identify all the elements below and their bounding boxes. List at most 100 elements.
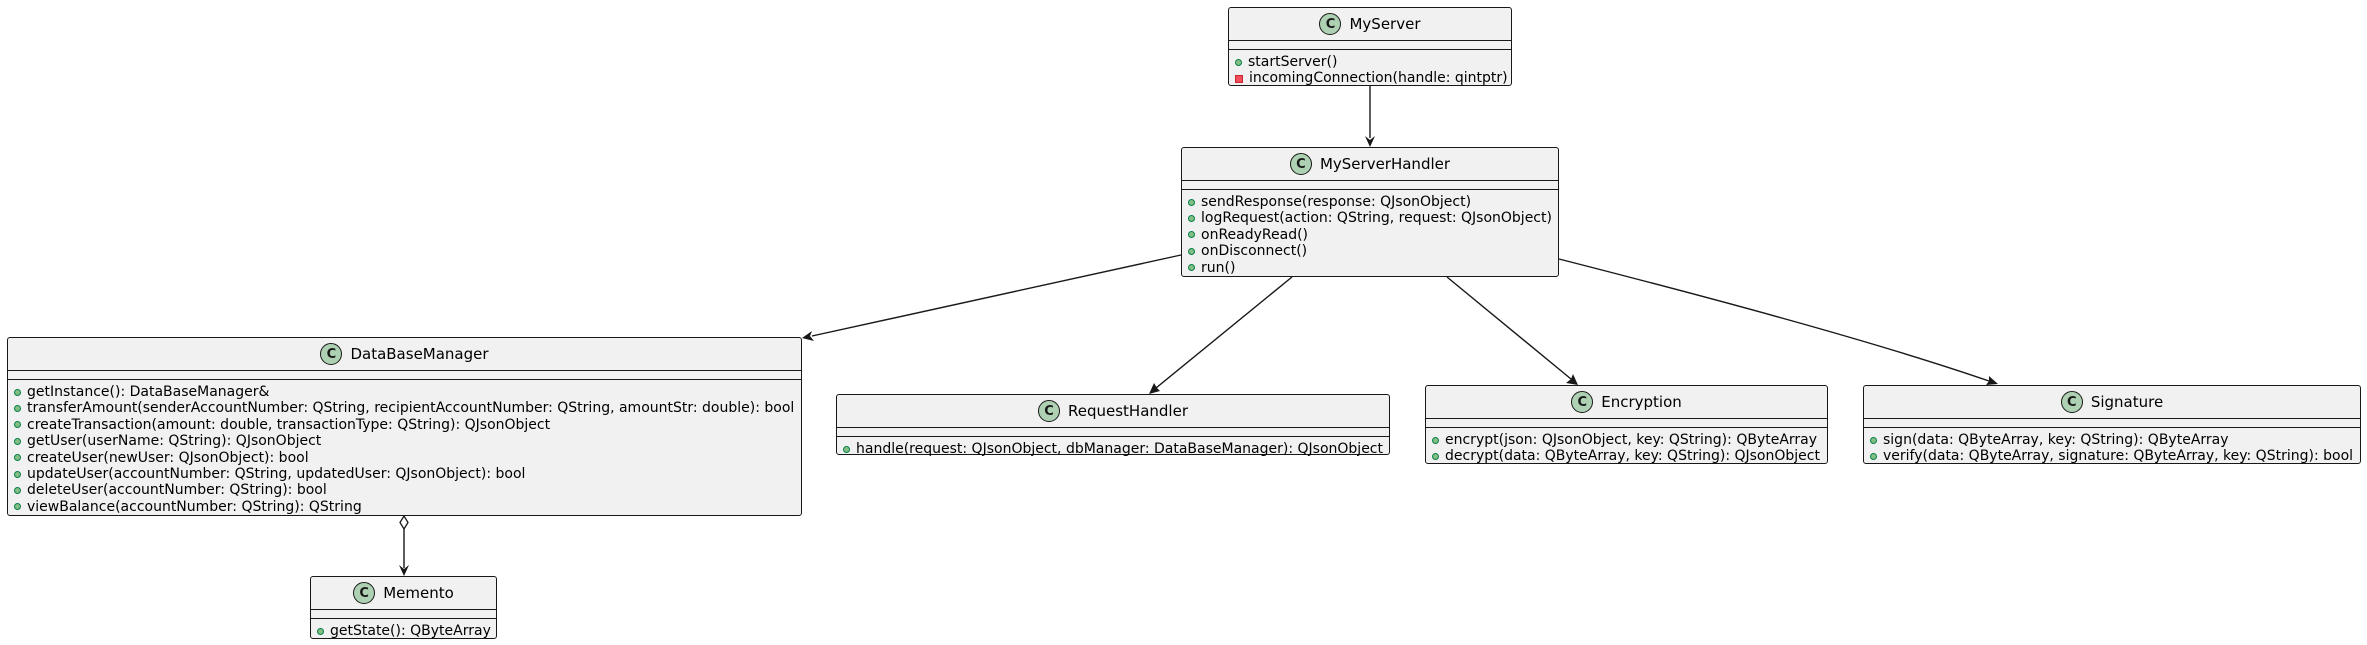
operation: getUser(userName: QString): QJsonObject	[14, 433, 795, 449]
operation: handle(request: QJsonObject, dbManager: …	[843, 441, 1383, 457]
public-visibility-icon	[14, 421, 21, 429]
operations-compartment: getState(): QByteArray	[311, 619, 496, 643]
operation-text: logRequest(action: QString, request: QJs…	[1201, 210, 1552, 227]
attributes-compartment	[1182, 181, 1558, 190]
edge-myserverhandler-signature	[1558, 258, 1990, 382]
class-header: C RequestHandler	[837, 395, 1389, 428]
operations-compartment: handle(request: QJsonObject, dbManager: …	[837, 437, 1389, 461]
operation: incomingConnection(handle: qintptr)	[1235, 70, 1508, 87]
public-visibility-icon	[14, 405, 21, 413]
operation: onReadyRead()	[1188, 227, 1552, 243]
operation: logRequest(action: QString, request: QJs…	[1188, 210, 1552, 226]
edge-myserverhandler-encryption-arrowhead	[1566, 374, 1578, 385]
edge-databasemanager-memento-arrowhead	[399, 565, 409, 576]
class-myserverhandler[interactable]: C MyServerHandler sendResponse(response:…	[1181, 147, 1559, 277]
public-visibility-icon	[14, 454, 21, 462]
public-visibility-icon	[317, 627, 324, 635]
private-visibility-icon	[1235, 74, 1243, 83]
operations-compartment: startServer() incomingConnection(handle:…	[1229, 50, 1511, 91]
edge-myserverhandler-requesthandler	[1155, 276, 1293, 389]
class-stereotype-icon: C	[1319, 13, 1342, 35]
public-visibility-icon	[14, 437, 21, 445]
operation: viewBalance(accountNumber: QString): QSt…	[14, 499, 795, 515]
public-visibility-icon	[14, 388, 21, 396]
operation: onDisconnect()	[1188, 243, 1552, 259]
public-visibility-icon	[1432, 436, 1439, 444]
operation-text: decrypt(data: QByteArray, key: QString):…	[1445, 448, 1820, 465]
class-signature[interactable]: C Signature sign(data: QByteArray, key: …	[1863, 385, 2361, 464]
operation: deleteUser(accountNumber: QString): bool	[14, 482, 795, 498]
operation: createUser(newUser: QJsonObject): bool	[14, 450, 795, 466]
operation-text: deleteUser(accountNumber: QString): bool	[27, 482, 327, 499]
operation-text: incomingConnection(handle: qintptr)	[1249, 70, 1508, 87]
class-stereotype-icon: C	[1571, 391, 1594, 413]
class-stereotype-icon: C	[353, 582, 376, 604]
public-visibility-icon	[843, 445, 850, 453]
operations-compartment: encrypt(json: QJsonObject, key: QString)…	[1426, 428, 1827, 469]
operation: getState(): QByteArray	[317, 623, 491, 639]
class-myserver[interactable]: C MyServer startServer() incomingConnect…	[1228, 7, 1512, 86]
operation-text: startServer()	[1248, 54, 1338, 70]
class-encryption[interactable]: C Encryption encrypt(json: QJsonObject, …	[1425, 385, 1828, 464]
public-visibility-icon	[14, 470, 21, 478]
class-name: Encryption	[1601, 393, 1682, 411]
operation: decrypt(data: QByteArray, key: QString):…	[1432, 448, 1821, 464]
operation-text: onDisconnect()	[1201, 243, 1308, 260]
attributes-compartment	[8, 371, 801, 380]
public-visibility-icon	[1188, 231, 1195, 239]
operation: transferAmount(senderAccountNumber: QStr…	[14, 400, 795, 416]
class-stereotype-icon: C	[1289, 153, 1312, 175]
class-stereotype-icon: C	[2060, 391, 2083, 413]
attributes-compartment	[1426, 419, 1827, 428]
operation: sign(data: QByteArray, key: QString): QB…	[1870, 432, 2354, 448]
class-databasemanager[interactable]: C DataBaseManager getInstance(): DataBas…	[7, 337, 802, 516]
public-visibility-icon	[1870, 436, 1877, 444]
public-visibility-icon	[1235, 58, 1242, 66]
operation: encrypt(json: QJsonObject, key: QString)…	[1432, 432, 1821, 448]
class-header: C Encryption	[1426, 386, 1827, 419]
public-visibility-icon	[14, 503, 21, 511]
class-name: Memento	[383, 584, 454, 602]
operation-text: sendResponse(response: QJsonObject)	[1201, 194, 1472, 210]
public-visibility-icon	[1870, 453, 1877, 461]
class-header: C Memento	[311, 577, 496, 610]
class-stereotype-icon: C	[320, 343, 343, 365]
class-header: C MyServerHandler	[1182, 148, 1558, 181]
edge-myserverhandler-requesthandler-arrowhead	[1149, 383, 1160, 394]
class-stereotype-icon: C	[1038, 400, 1060, 422]
operations-compartment: sign(data: QByteArray, key: QString): QB…	[1864, 428, 2360, 469]
operation: getInstance(): DataBaseManager&	[14, 384, 795, 400]
class-name: DataBaseManager	[350, 345, 489, 363]
class-requesthandler[interactable]: C RequestHandler handle(request: QJsonOb…	[836, 394, 1390, 457]
operation-text: updateUser(accountNumber: QString, updat…	[27, 465, 526, 482]
operation: createTransaction(amount: double, transa…	[14, 417, 795, 433]
edge-myserverhandler-encryption	[1446, 276, 1572, 380]
class-name: Signature	[2090, 393, 2164, 411]
edge-myserverhandler-databasemanager-arrowhead	[802, 331, 814, 341]
class-name: RequestHandler	[1068, 402, 1188, 420]
operation-text: viewBalance(accountNumber: QString): QSt…	[27, 498, 362, 515]
edge-myserverhandler-signature-arrowhead	[1986, 376, 1998, 385]
operation-text: verify(data: QByteArray, signature: QByt…	[1883, 448, 2354, 465]
attributes-compartment	[311, 610, 496, 619]
operations-compartment: getInstance(): DataBaseManager& transfer…	[8, 380, 801, 519]
public-visibility-icon	[1188, 264, 1195, 272]
class-header: C Signature	[1864, 386, 2360, 419]
class-memento[interactable]: C Memento getState(): QByteArray	[310, 576, 497, 639]
edge-myserver-myserverhandler-arrowhead	[1365, 136, 1375, 147]
attributes-compartment	[1229, 41, 1511, 50]
edge-databasemanager-memento-aggregation-diamond	[399, 514, 409, 531]
operation-text: onReadyRead()	[1201, 226, 1309, 243]
operation: run()	[1188, 260, 1552, 276]
operation-text: createTransaction(amount: double, transa…	[27, 416, 551, 433]
operation-text: encrypt(json: QJsonObject, key: QString)…	[1445, 432, 1818, 448]
operation-text: getUser(userName: QString): QJsonObject	[27, 433, 322, 450]
operation-text: getState(): QByteArray	[330, 623, 491, 639]
class-name: MyServer	[1349, 15, 1421, 33]
edge-myserverhandler-databasemanager	[811, 254, 1182, 337]
operation-text: sign(data: QByteArray, key: QString): QB…	[1883, 432, 2229, 448]
operation-text: run()	[1201, 259, 1236, 276]
operation-text: getInstance(): DataBaseManager&	[27, 384, 270, 400]
operation-text: createUser(newUser: QJsonObject): bool	[27, 449, 309, 466]
